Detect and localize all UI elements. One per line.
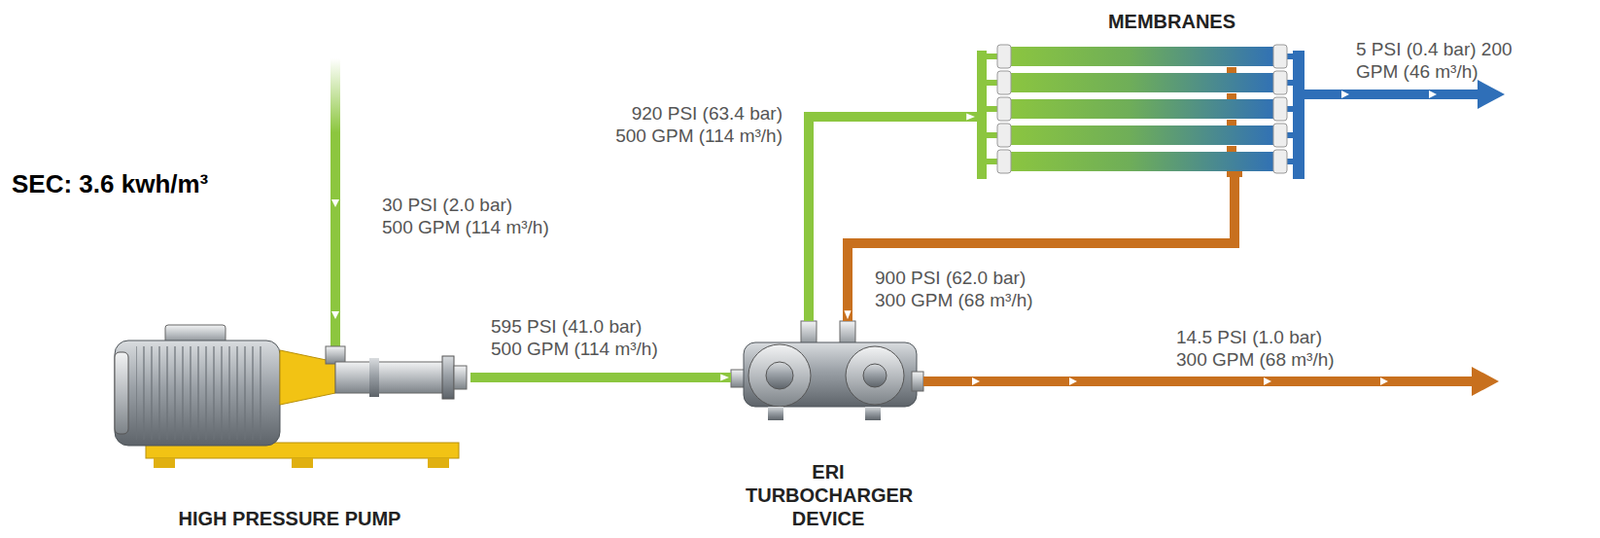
flow-condition: 920 PSI (63.4 bar) 500 GPM (114 m³/h) [605,103,783,148]
pump-illustration-part [453,365,467,389]
membrane-bank-part [1273,44,1287,69]
membrane-bank-part [1005,72,1280,93]
membrane-bank-part [1005,99,1280,119]
pump-illustration-part [325,346,346,364]
flow-condition: 30 PSI (2.0 bar) [382,194,577,217]
pump-illustration-part [427,457,450,468]
membrane-bank-part [1226,67,1237,73]
component-name: MEMBRANES [1065,9,1280,34]
permeate-outlet-pipe-part [1477,79,1505,109]
permeate-outlet-pipe-part [1341,90,1350,99]
flow-condition: 595 PSI (41.0 bar) 500 GPM (114 m³/h) [490,315,668,361]
pump-illustration-part [369,357,380,397]
sec-value: SEC: 3.6 kwh/m³ [11,169,265,200]
flow-pipe [470,372,731,383]
membrane-bank-part [997,97,1011,121]
component-name: ERI TURBOCHARGER DEVICE [745,459,911,530]
flow-pipe [847,189,1235,321]
flow-condition: 900 PSI (62.0 bar) 300 GPM (68 m³/h) [874,267,1052,313]
membrane-bank-part [997,149,1011,174]
membrane-bank-part [1005,125,1280,145]
membrane-bank-part [976,50,987,179]
membrane-bank-part [1273,97,1287,121]
membrane-bank-part [1226,145,1237,152]
flow-condition: 500 GPM (114 m³/h) [382,216,577,240]
brine-outlet-pipe-part [972,377,980,385]
membrane-bank [976,44,1305,190]
membrane-bank-part [1273,123,1287,147]
feed-pipe [330,58,341,355]
membrane-bank-part [997,44,1011,69]
turbocharger-illustration-part [767,406,784,420]
membrane-bank-part [1005,151,1280,172]
pump-illustration-part [153,457,175,468]
turbocharger-illustration-part [743,342,917,407]
brine-outlet-pipe-part [1069,377,1078,385]
turbocharger-illustration-part [865,406,881,420]
membrane-bank-part [1226,93,1237,100]
turbocharger-illustration [730,320,924,420]
turbocharger-illustration-part [748,344,811,407]
membrane-bank-part [997,70,1011,95]
feed-pipe-part [330,58,341,355]
membrane-bank-part [1229,174,1240,190]
turbocharger-illustration-part [863,363,887,387]
membrane-bank-box: MEMBRANES [976,9,1313,190]
pump-box: HIGH PRESSURE PUMP [108,330,471,530]
permeate-outlet-pipe [1304,79,1505,109]
component-name: HIGH PRESSURE PUMP [143,506,436,530]
permeate-outlet-pipe-part [1428,90,1437,99]
pump-illustration-part [114,351,129,434]
brine-outlet-pipe-part [1380,377,1389,385]
feed-pipe-part [331,311,340,319]
feed-pipe-part [331,199,340,208]
brine-outlet-pipe [923,366,1499,396]
turbocharger-illustration-part [765,361,794,389]
pump-illustration-part [136,346,263,440]
flow-condition: 14.5 PSI (1.0 bar) 300 GPM (68 m³/h) [1176,326,1354,372]
brine-outlet-pipe-part [1471,366,1499,396]
turbocharger-illustration-part [911,371,924,391]
membrane-bank-part [1226,119,1237,126]
pump-illustration-part [114,340,280,446]
flow-condition: 5 PSI (0.4 bar) 200 GPM (46 m³/h) [1356,38,1522,84]
membrane-bank-part [1273,70,1287,95]
membrane-bank-part [1273,149,1287,174]
turbocharger-illustration-part [845,346,905,405]
membrane-bank-part [1005,46,1280,67]
permeate-outlet-pipe-part [1304,89,1480,100]
pump-illustration-part [442,355,454,399]
pump-illustration [114,324,467,468]
turbocharger-box: ERI TURBOCHARGER DEVICE [730,320,926,530]
pump-illustration-part [291,457,314,468]
membrane-bank-part [986,44,1295,177]
brine-outlet-pipe-part [923,376,1474,386]
brine-outlet-pipe-part [1263,377,1272,385]
pump-illustration-part [335,361,445,393]
membrane-bank-part [997,123,1011,147]
